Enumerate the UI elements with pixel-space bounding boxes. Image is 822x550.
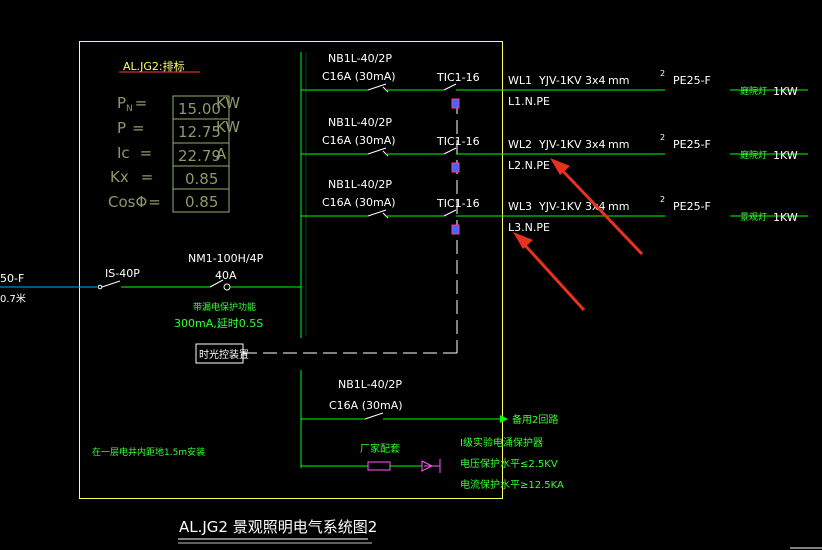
spd-note-3: 电流保护水平≥12.5KA <box>460 478 564 491</box>
param-label: P= <box>117 119 145 137</box>
load-power: 1KW <box>773 211 798 224</box>
param-value: 0.85 <box>185 193 218 211</box>
cable-unit: mm <box>608 200 629 213</box>
parameter-table: PN= 15.00 KW P= 12.75 KW Ic= 22.79 A Kx=… <box>108 94 240 213</box>
branch-breaker-model: NB1L-40/2P <box>328 52 392 65</box>
pe-spec: PE25-F <box>673 138 711 151</box>
branch-breaker-switch <box>367 147 387 155</box>
distribution-box-frame <box>79 41 503 499</box>
annotation-arrow-1 <box>558 166 644 256</box>
param-label: PN= <box>117 94 147 114</box>
circuit-branch: NB1L-40/2P C16A (30mA) TIC1-16 WL3 YJV-1KV 3… <box>301 178 808 235</box>
pe-spec: PE25-F <box>673 200 711 213</box>
isolator-label: IS-40P <box>105 267 140 280</box>
pe-spec: PE25-F <box>673 74 711 87</box>
cable-spec: YJV-1KV 3x4 <box>538 138 606 151</box>
circuit-id: WL3 <box>508 200 532 213</box>
contactor-coil-icon <box>451 224 460 235</box>
param-value: 22.79 <box>178 147 221 165</box>
param-table-border <box>172 95 230 213</box>
contactor-switch <box>443 147 457 155</box>
panel-name: AL.JG2:排标 <box>123 59 185 73</box>
phase-label: L1.N.PE <box>508 95 550 108</box>
circuit-branch: NB1L-40/2P C16A (30mA) TIC1-16 WL1 YJV-1KV 3… <box>301 52 808 109</box>
isolator-switch <box>101 280 121 288</box>
branch-breaker-switch <box>367 209 387 217</box>
branch-breaker-rating: C16A (30mA) <box>322 70 396 83</box>
load-power: 1KW <box>773 85 798 98</box>
param-value: 12.75 <box>178 123 221 141</box>
contactor-model: TIC1-16 <box>436 135 480 148</box>
load-name: 景观灯 <box>740 212 767 223</box>
cable-spec: YJV-1KV 3x4 <box>538 74 606 87</box>
cable-unit-sup: 2 <box>660 133 665 142</box>
param-unit: KW <box>216 118 240 136</box>
circuit-id: WL2 <box>508 138 532 151</box>
annotation-arrow-2 <box>521 241 586 312</box>
spare-breaker-model: NB1L-40/2P <box>338 378 402 391</box>
cable-unit: mm <box>608 74 629 87</box>
annotation-arrowhead-1 <box>550 158 570 175</box>
contactor-switch <box>443 83 457 91</box>
annotation-arrowhead-2 <box>513 232 533 249</box>
spare-arrow-icon <box>500 415 508 423</box>
incoming-cable-length: 0.7米 <box>0 292 26 305</box>
contactor-model: TIC1-16 <box>436 71 480 84</box>
annotation-arrows <box>513 158 644 312</box>
branch-breaker-rating: C16A (30mA) <box>322 134 396 147</box>
incoming-feeder: 50-F 0.7米 IS-40P NM1-100H/4P 40A 带漏电保护功能… <box>0 252 301 330</box>
branch-breaker-model: NB1L-40/2P <box>328 178 392 191</box>
contactor-model: TIC1-16 <box>436 197 480 210</box>
cable-unit: mm <box>608 138 629 151</box>
cable-unit-sup: 2 <box>660 195 665 204</box>
circuit-branch: NB1L-40/2P C16A (30mA) TIC1-16 WL2 YJV-1KV 3… <box>301 116 808 173</box>
spd-label: 厂家配套 <box>360 442 400 455</box>
param-label: CosΦ= <box>108 193 161 211</box>
param-label: Kx= <box>110 168 153 186</box>
load-name: 庭院灯 <box>740 85 767 97</box>
main-breaker-rating: 40A <box>215 269 237 282</box>
contactor-coil-icon <box>451 98 460 109</box>
load-name: 庭院灯 <box>740 149 767 161</box>
phase-label: L3.N.PE <box>508 221 550 234</box>
contactor-coil-icon <box>451 162 460 173</box>
drawing-title: AL.JG2 景观照明电气系统图2 <box>179 518 377 536</box>
phase-label: L2.N.PE <box>508 159 550 172</box>
main-breaker-note: 带漏电保护功能 <box>193 301 256 313</box>
main-breaker-note2: 300mA,延时0.5S <box>174 317 263 330</box>
incoming-cable-label: 50-F <box>0 272 24 285</box>
main-breaker-switch <box>209 279 224 288</box>
param-label: Ic= <box>117 144 152 162</box>
branch-breaker-model: NB1L-40/2P <box>328 116 392 129</box>
param-unit: A <box>216 145 227 163</box>
circuit-id: WL1 <box>508 74 532 87</box>
contactor-switch <box>443 209 457 217</box>
spd-note-1: I级实验电涌保护器 <box>460 436 543 449</box>
load-power: 1KW <box>773 149 798 162</box>
branch-breaker-rating: C16A (30mA) <box>322 196 396 209</box>
install-note: 在一层电井内距地1.5m安装 <box>92 446 205 458</box>
spare-breaker-switch <box>364 412 384 420</box>
timer-control-label: 时光控装置 <box>199 348 249 361</box>
param-value: 0.85 <box>185 170 218 188</box>
surge-protector: 厂家配套 I级实验电涌保护器 电压保护水平≤2.5KV 电流保护水平≥12.5K… <box>301 436 564 491</box>
param-unit: KW <box>216 94 240 112</box>
param-value: 15.00 <box>178 100 221 118</box>
cable-spec: YJV-1KV 3x4 <box>538 200 606 213</box>
main-breaker-model: NM1-100H/4P <box>188 252 264 265</box>
spd-symbol-icon <box>421 460 440 472</box>
branch-breaker-switch <box>367 83 387 91</box>
spd-note-2: 电压保护水平≤2.5KV <box>460 457 558 470</box>
cable-unit-sup: 2 <box>660 69 665 78</box>
spare-circuit: NB1L-40/2P C16A (30mA) 备用2回路 <box>301 378 558 426</box>
spare-label: 备用2回路 <box>512 413 558 426</box>
spare-breaker-rating: C16A (30mA) <box>329 399 403 412</box>
